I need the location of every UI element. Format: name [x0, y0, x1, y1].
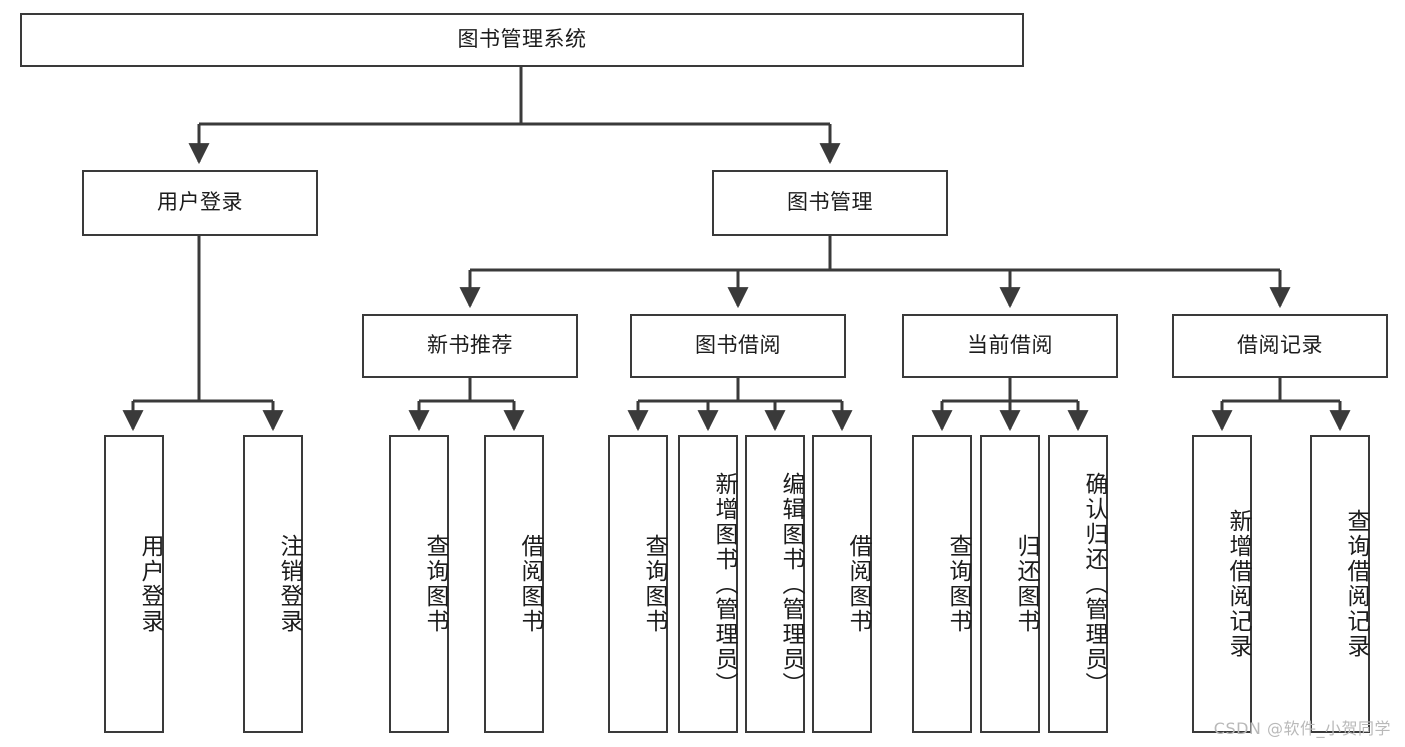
node-leaf-confirm-return[interactable]: 确认归还（管理员） [1048, 435, 1108, 733]
node-leaf-user-login[interactable]: 用户登录 [104, 435, 164, 733]
node-leaf-query-book-current[interactable]: 查询图书 [912, 435, 972, 733]
node-borrow-record[interactable]: 借阅记录 [1172, 314, 1388, 378]
node-leaf-borrow-book[interactable]: 借阅图书 [812, 435, 872, 733]
node-leaf-add-book[interactable]: 新增图书（管理员） [678, 435, 738, 733]
node-borrow-record-label: 借阅记录 [1237, 333, 1323, 358]
node-current-borrow-label: 当前借阅 [967, 333, 1053, 358]
node-root-label: 图书管理系统 [457, 27, 587, 52]
node-current-borrow[interactable]: 当前借阅 [902, 314, 1118, 378]
node-leaf-borrow-book-rec-label: 借阅图书 [517, 534, 543, 634]
node-leaf-query-book-rec-label: 查询图书 [422, 534, 448, 634]
node-new-book-recommend[interactable]: 新书推荐 [362, 314, 578, 378]
node-book-borrow[interactable]: 图书借阅 [630, 314, 846, 378]
node-leaf-borrow-book-rec[interactable]: 借阅图书 [484, 435, 544, 733]
node-user-login[interactable]: 用户登录 [82, 170, 318, 236]
node-leaf-query-borrow-record[interactable]: 查询借阅记录 [1310, 435, 1370, 733]
node-book-borrow-label: 图书借阅 [695, 333, 781, 358]
node-leaf-query-book-rec[interactable]: 查询图书 [389, 435, 449, 733]
node-leaf-add-borrow-record[interactable]: 新增借阅记录 [1192, 435, 1252, 733]
node-book-manage[interactable]: 图书管理 [712, 170, 948, 236]
node-leaf-logout-label: 注销登录 [276, 534, 302, 634]
node-leaf-add-book-label: 新增图书（管理员） [711, 471, 737, 697]
node-book-manage-label: 图书管理 [787, 190, 873, 215]
node-leaf-logout[interactable]: 注销登录 [243, 435, 303, 733]
node-leaf-return-book-label: 归还图书 [1013, 534, 1039, 634]
node-leaf-edit-book-label: 编辑图书（管理员） [778, 471, 804, 697]
node-leaf-add-borrow-record-label: 新增借阅记录 [1225, 509, 1251, 659]
node-user-login-label: 用户登录 [157, 190, 243, 215]
node-new-book-recommend-label: 新书推荐 [427, 333, 513, 358]
node-root[interactable]: 图书管理系统 [20, 13, 1024, 67]
node-leaf-confirm-return-label: 确认归还（管理员） [1081, 471, 1107, 697]
node-leaf-edit-book[interactable]: 编辑图书（管理员） [745, 435, 805, 733]
node-leaf-query-book-borrow-label: 查询图书 [641, 534, 667, 634]
node-leaf-query-book-current-label: 查询图书 [945, 534, 971, 634]
node-leaf-query-book-borrow[interactable]: 查询图书 [608, 435, 668, 733]
node-leaf-query-borrow-record-label: 查询借阅记录 [1343, 509, 1369, 659]
node-leaf-borrow-book-label: 借阅图书 [845, 534, 871, 634]
node-leaf-user-login-label: 用户登录 [137, 534, 163, 634]
node-leaf-return-book[interactable]: 归还图书 [980, 435, 1040, 733]
